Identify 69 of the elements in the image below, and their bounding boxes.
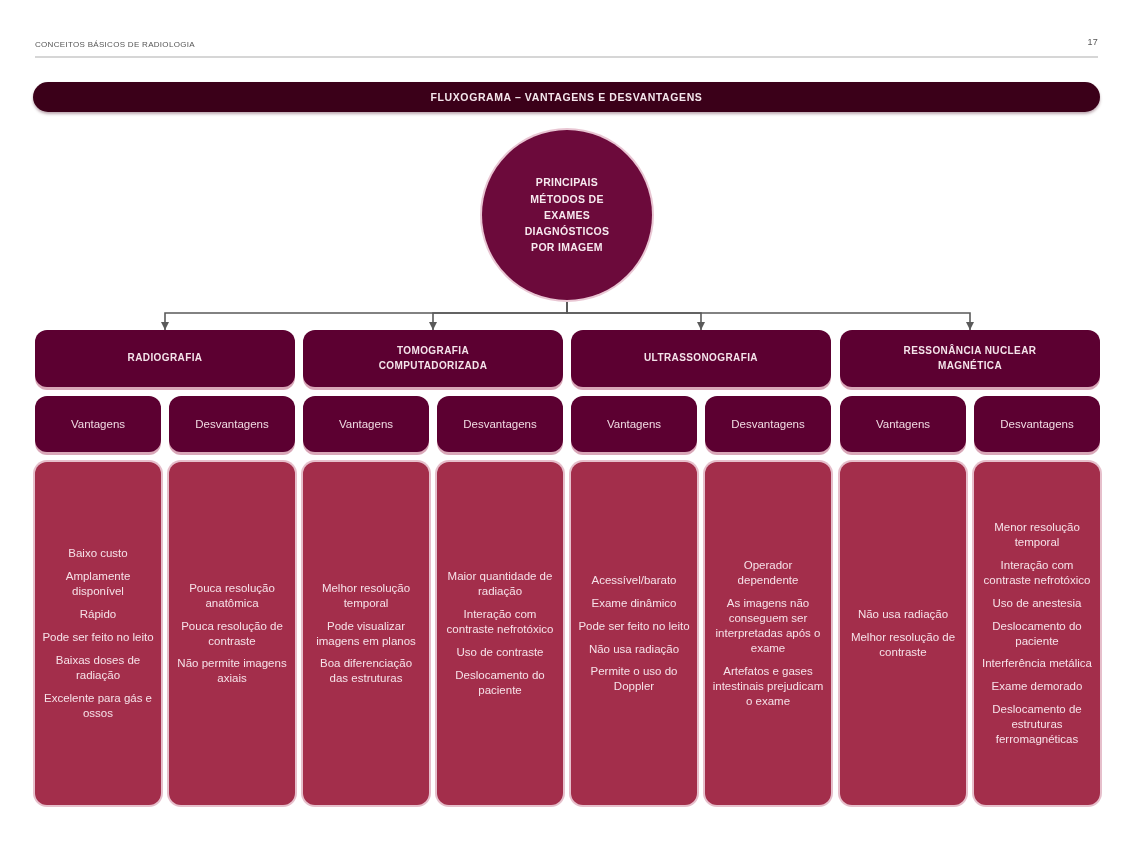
category-tab <box>437 396 563 452</box>
list-item: Uso de contraste <box>456 644 544 660</box>
method-header <box>571 330 831 387</box>
list-item: Menor resolução temporal <box>993 519 1081 550</box>
list-item: Uso de anestesia <box>992 595 1082 611</box>
list-item: Acessível/barato <box>591 572 677 588</box>
content-panel <box>169 462 295 805</box>
method-label: TOMOGRAFIA COMPUTADORIZADA <box>377 344 489 373</box>
category-tab <box>169 396 295 452</box>
list-item: Melhor resolução de contraste <box>849 630 957 660</box>
content-panel <box>974 462 1100 805</box>
list-item: Não usa radiação <box>857 607 949 623</box>
list-item: Pouca resolução de contraste <box>180 618 284 649</box>
list-item: Melhor resolução temporal <box>320 580 412 611</box>
list-item: Pouca resolução anatômica <box>188 580 276 611</box>
list-item: Deslocamento do paciente <box>454 667 546 698</box>
category-label: Vantagens <box>338 418 394 430</box>
method-header <box>35 330 295 387</box>
category-tab <box>974 396 1100 452</box>
list-item: Artefatos e gases intestinais prejudicam o exame <box>712 663 824 709</box>
category-tab <box>303 396 429 452</box>
method-label: RADIOGRAFIA <box>127 351 203 366</box>
content-panel <box>705 462 831 805</box>
list-item: Pode ser feito no leito <box>42 630 154 645</box>
title-banner: FLUXOGRAMA – VANTAGENS E DESVANTAGENS <box>33 82 1100 112</box>
content-panel <box>840 462 966 805</box>
topic-label: PRINCIPAIS MÉTODOS DE EXAMES DIAGNÓSTICOS POR IMAGEM <box>523 175 611 256</box>
category-tab <box>571 396 697 452</box>
list-item: Rápido <box>79 607 117 623</box>
list-item: Maior quantidade de radiação <box>446 569 554 600</box>
category-label: Vantagens <box>606 418 662 430</box>
list-item: Baixas doses de radiação <box>54 652 142 683</box>
category-label: Desvantagens <box>463 418 537 430</box>
list-item: Permite o uso do Doppler <box>589 664 679 695</box>
list-item: Interação com contraste nefrotóxico <box>982 557 1092 588</box>
list-item: Pode ser feito no leito <box>578 618 690 634</box>
list-item: Operador dependente <box>736 558 800 589</box>
list-item: Excelente para gás e ossos <box>42 690 153 721</box>
list-item: Interação com contraste nefrotóxico <box>445 607 555 637</box>
list-item: As imagens não conseguem ser interpretadas após o exame <box>714 596 822 656</box>
list-item: Amplamente disponível <box>64 569 132 600</box>
list-item: Não permite imagens axiais <box>176 656 288 687</box>
category-label: Vantagens <box>875 418 931 430</box>
content-panel <box>303 462 429 805</box>
list-item: Não usa radiação <box>588 641 680 657</box>
category-tab <box>840 396 966 452</box>
list-item: Interferência metálica <box>982 656 1092 672</box>
list-item: Baixo custo <box>68 546 128 562</box>
list-item: Deslocamento de estruturas ferromagnéticas <box>991 702 1083 748</box>
content-panel <box>571 462 697 805</box>
list-item: Boa diferenciação das estruturas <box>318 656 414 687</box>
category-tab <box>35 396 161 452</box>
method-header <box>303 330 563 387</box>
list-item: Pode visualizar imagens em planos <box>315 618 417 649</box>
category-label: Desvantagens <box>1000 418 1074 430</box>
page-number: 17 <box>1087 37 1098 47</box>
category-label: Desvantagens <box>195 418 269 430</box>
method-label: ULTRASSONOGRAFIA <box>644 351 758 366</box>
category-label: Desvantagens <box>731 418 805 430</box>
content-panel <box>437 462 563 805</box>
list-item: Exame dinâmico <box>591 595 677 611</box>
method-label: RESSONÂNCIA NUCLEAR MAGNÉTICA <box>902 344 1038 373</box>
content-panel <box>35 462 161 805</box>
category-label: Vantagens <box>70 418 126 430</box>
category-tab <box>705 396 831 452</box>
running-header: CONCEITOS BÁSICOS DE RADIOLOGIA <box>35 40 195 49</box>
list-item: Deslocamento do paciente <box>991 618 1083 649</box>
method-header <box>840 330 1100 387</box>
list-item: Exame demorado <box>991 679 1083 695</box>
